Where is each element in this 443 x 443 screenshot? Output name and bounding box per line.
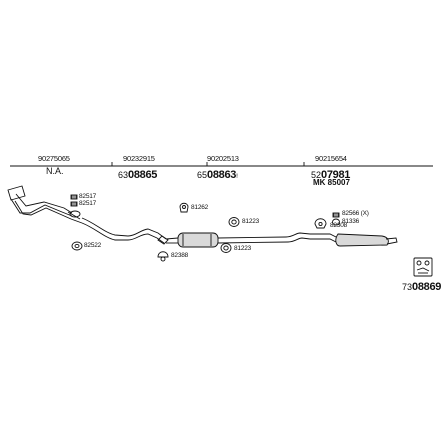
part-3-prefix: 65 <box>197 170 208 180</box>
callout-82517-a: 82517 <box>79 193 97 200</box>
kit-code: 08869 <box>412 281 442 293</box>
rear-silencer <box>310 233 398 247</box>
part-4-kit: MK 85007 <box>313 178 350 187</box>
part-4-prefix: 52 <box>311 170 322 180</box>
part-1-code: N.A. <box>46 166 64 176</box>
callout-81336: 81336 <box>342 218 360 225</box>
part-2-code: 08865 <box>128 169 158 181</box>
clamp-81262-icon <box>179 202 189 213</box>
part-3-code: 08863 <box>207 169 237 181</box>
kit-code-row: 7308869 <box>402 278 441 294</box>
ring-82522-icon <box>71 241 83 251</box>
callout-81262: 81262 <box>191 204 209 211</box>
part-3-code-row: 6508863! <box>197 166 238 182</box>
front-pipe <box>7 185 83 224</box>
part-3-number: 90202513 <box>207 154 239 163</box>
mounting-kit-icon <box>413 257 433 277</box>
callout-82388: 82388 <box>171 252 189 259</box>
callout-82566: 82566 (X) <box>342 210 369 217</box>
clamp-81336-icon <box>332 218 340 226</box>
clamp-81223-b-icon <box>220 243 232 253</box>
clamp-81223-a-icon <box>228 217 240 227</box>
callout-82522: 82522 <box>84 242 102 249</box>
hanger-82388-icon <box>157 251 169 262</box>
part-2-number: 90232915 <box>123 154 155 163</box>
gasket-82566-icon <box>332 212 340 218</box>
part-4-number: 90215654 <box>315 154 347 163</box>
part-1-number: 90275065 <box>38 154 70 163</box>
callout-81223-b: 81223 <box>234 245 252 252</box>
gasket-82517-b-icon <box>70 201 78 207</box>
part-3-mark: ! <box>236 173 238 180</box>
part-2-prefix: 63 <box>118 170 129 180</box>
callout-82308: 82308 <box>330 222 348 229</box>
kit-prefix: 73 <box>402 282 413 292</box>
part-2-code-row: 6308865 <box>118 166 157 182</box>
gasket-82517-a-icon <box>70 194 78 200</box>
callout-81223-a: 81223 <box>242 218 260 225</box>
part-4-code: 07981 <box>321 169 351 181</box>
part-4-code-row: 5207981 <box>311 166 350 182</box>
intermediate-pipe <box>81 217 169 245</box>
callout-82517-b: 82517 <box>79 200 97 207</box>
hanger-82308-icon <box>314 218 327 229</box>
center-muffler <box>165 232 311 248</box>
